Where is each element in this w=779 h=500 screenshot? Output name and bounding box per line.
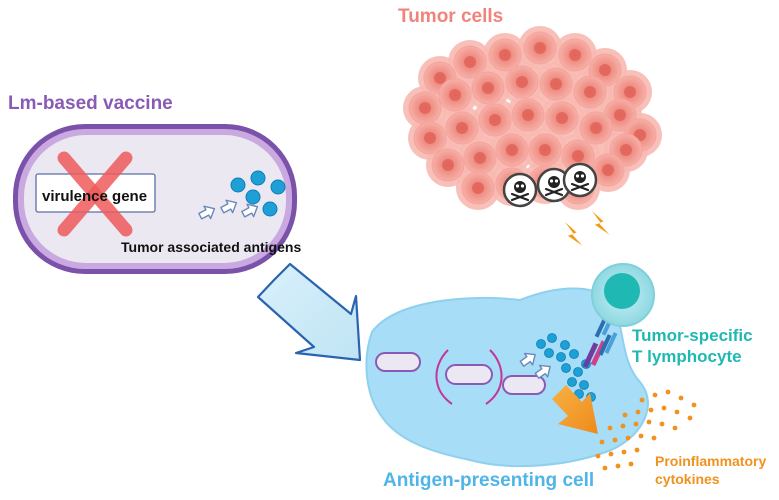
- cytokines-label-line1: Proinflammatory: [655, 453, 767, 469]
- phagosome-bacteria: [375, 349, 546, 405]
- cytokine-release-arrow-icon: [552, 385, 598, 434]
- cytokines-label-line2: cytokines: [655, 471, 720, 487]
- virulence-gene-label: virulence gene: [42, 188, 148, 205]
- deletion-cross-icon: [57, 151, 133, 237]
- t-lymphocyte: [591, 263, 655, 327]
- lightning-bolt-icon: [565, 209, 610, 248]
- cytokine-dots: [595, 389, 697, 471]
- t-lymphocyte-label: Tumor-specific T lymphocyte: [632, 325, 753, 367]
- tumor-antigen-dots: [230, 170, 286, 217]
- t-lymphocyte-label-line1: Tumor-specific: [632, 326, 753, 345]
- lm-vaccine-bacterium: [13, 124, 297, 274]
- t-lymphocyte-label-line2: T lymphocyte: [632, 347, 742, 366]
- cytokines-label: Proinflammatory cytokines: [655, 452, 766, 488]
- apc-label: Antigen-presenting cell: [383, 470, 595, 491]
- vaccine-title: Lm-based vaccine: [8, 93, 173, 114]
- skull-crossbones-icon: [502, 162, 598, 208]
- uptake-arrow-icon: [256, 262, 362, 362]
- tumor-cell-cluster: [403, 26, 662, 210]
- tumor-antigens-label: Tumor associated antigens: [121, 239, 302, 255]
- tumor-cells-title: Tumor cells: [398, 6, 504, 27]
